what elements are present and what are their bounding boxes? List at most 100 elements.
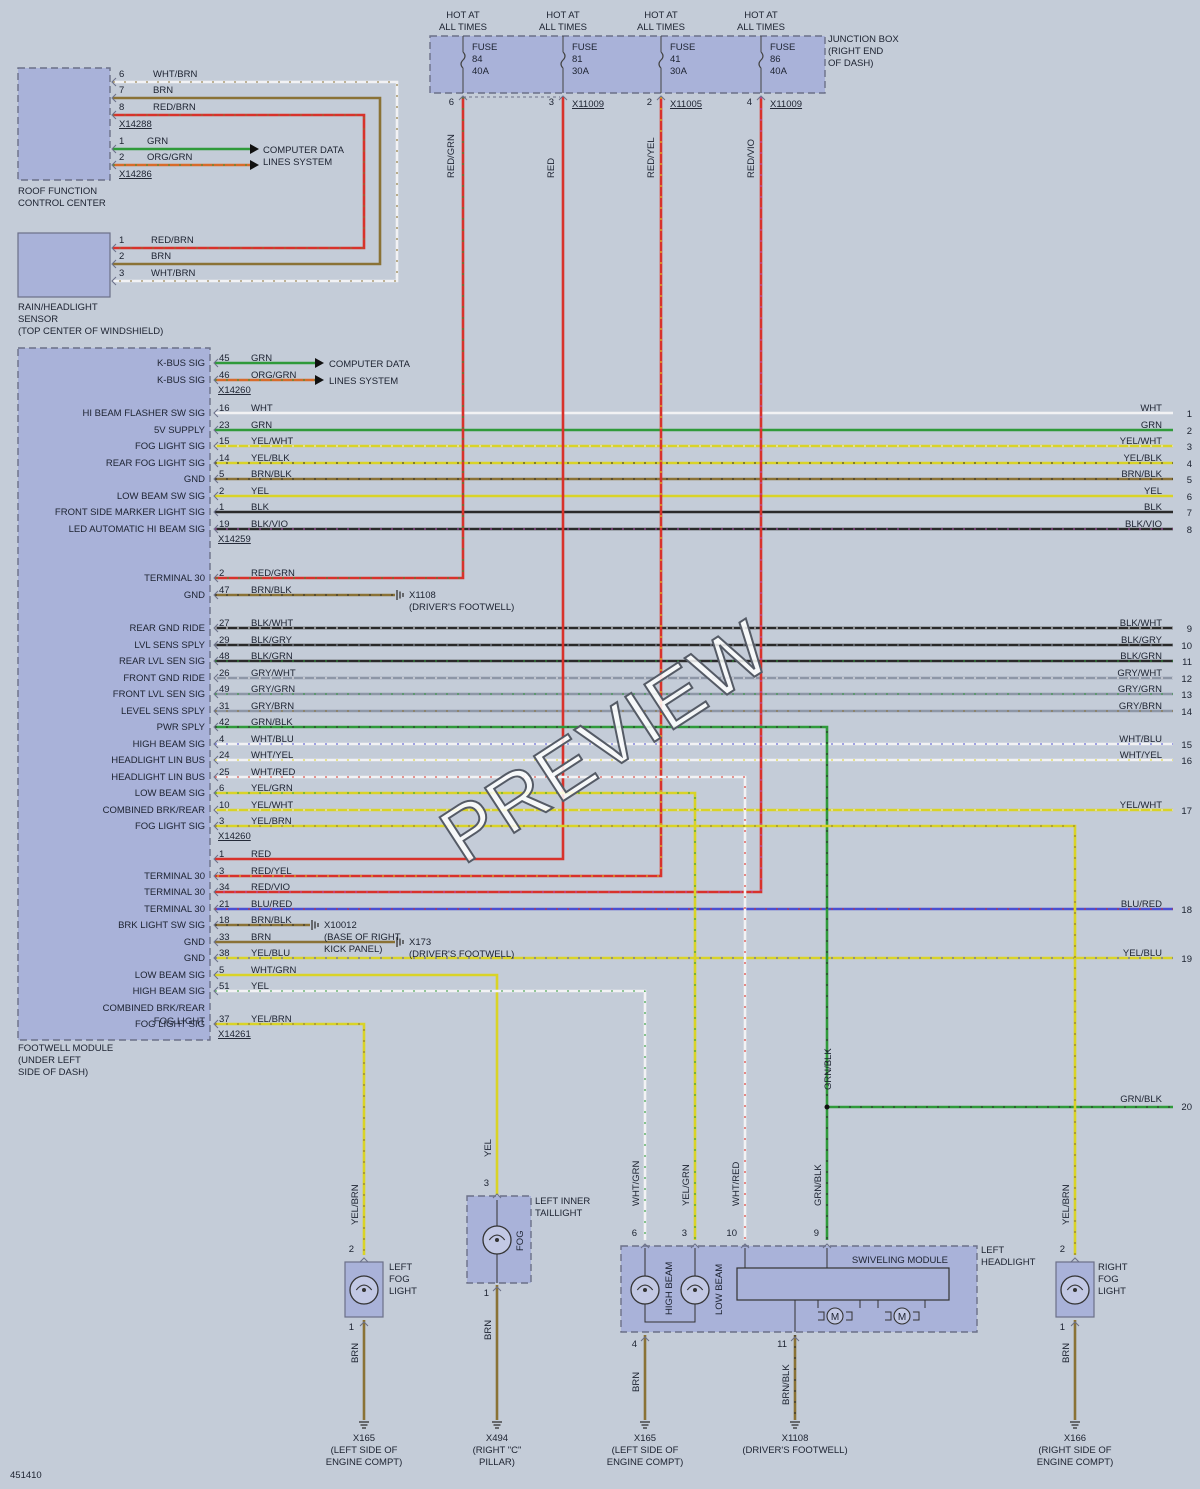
fuse-name: FUSE	[670, 42, 695, 53]
wire-label: RED/BRN	[153, 102, 196, 113]
wire	[113, 113, 366, 250]
wire-label: RED	[546, 158, 557, 178]
wire-label: WHT/BLU	[251, 734, 294, 745]
pin-number: 34	[219, 882, 230, 893]
signal-label: GND	[184, 474, 205, 485]
wire-label: BLK/GRY	[1121, 635, 1163, 646]
pin-number: 37	[219, 1014, 230, 1025]
signal-label: HEADLIGHT LIN BUS	[111, 772, 205, 783]
hot-at-label: HOT AT	[644, 10, 678, 21]
right-fog-light-outline	[1055, 1261, 1095, 1318]
pin-mark	[213, 821, 219, 831]
data-lines-label: LINES SYSTEM	[263, 157, 332, 168]
wire-label: YEL/BLK	[1123, 453, 1162, 464]
wire-label: GRN	[251, 353, 272, 364]
data-lines-label: LINES SYSTEM	[329, 376, 398, 387]
hot-at-label: HOT AT	[446, 10, 480, 21]
wire-label: YEL	[1144, 486, 1162, 497]
signal-label: GND	[184, 590, 205, 601]
pin-mark	[213, 573, 219, 583]
wire-label: BRN	[153, 85, 173, 96]
right-fog-light-label: RIGHT	[1098, 1262, 1128, 1273]
pin-mark	[756, 95, 766, 101]
ground-location: ENGINE COMPT)	[1037, 1457, 1114, 1468]
wire	[215, 973, 499, 1195]
signal-label: HIGH BEAM SIG	[133, 739, 205, 750]
wire-label: RED/YEL	[646, 137, 657, 178]
pin-mark	[640, 1336, 650, 1342]
connector-number: 17	[1181, 806, 1192, 817]
wire-label: GRY/GRN	[1118, 684, 1162, 695]
wire-label: BLK	[251, 502, 270, 513]
ground-location: (BASE OF RIGHT	[324, 932, 401, 943]
signal-label: REAR GND RIDE	[130, 623, 205, 634]
pin-number: 2	[219, 568, 224, 579]
signal-label: COMBINED BRK/REAR	[103, 1003, 206, 1014]
wire-label: WHT	[251, 403, 273, 414]
ground-location: PILLAR)	[479, 1457, 515, 1468]
connector-number: 19	[1181, 954, 1192, 965]
fuse-pin: 3	[549, 97, 554, 108]
pin-mark	[790, 1336, 800, 1342]
signal-label: TERMINAL 30	[144, 871, 205, 882]
bulb-center	[643, 1288, 647, 1292]
pin-mark	[213, 524, 219, 534]
wire-label: BRN/BLK	[251, 915, 292, 926]
pin-number: 5	[219, 469, 224, 480]
left-headlight-label: LEFT	[981, 1245, 1004, 1256]
wire-label: GRY/BRN	[251, 701, 294, 712]
left-fog-light-label: FOG	[389, 1274, 410, 1285]
connector-number: 2	[1187, 426, 1192, 437]
pin-mark	[213, 640, 219, 650]
wire-label: GRY/BRN	[1119, 701, 1162, 712]
signal-label: LOW BEAM SIG	[135, 788, 205, 799]
pin-mark	[213, 854, 219, 864]
wire-label: BLK/VIO	[1125, 519, 1162, 530]
roof-function-control-center-box	[17, 67, 111, 181]
signal-label: REAR FOG LIGHT SIG	[106, 458, 205, 469]
wire-label: BLK/WHT	[1120, 618, 1162, 629]
fuse-name: FUSE	[770, 42, 795, 53]
wire	[215, 1022, 366, 1255]
connector-number: 16	[1181, 756, 1192, 767]
pin-mark	[492, 1193, 502, 1199]
pin-mark	[213, 871, 219, 881]
signal-label: HIGH BEAM SIG	[133, 986, 205, 997]
signal-label: LVL SENS SPLY	[134, 640, 205, 651]
connector-number: 6	[1187, 492, 1192, 503]
pin-number: 3	[682, 1228, 687, 1239]
pin-number: 47	[219, 585, 230, 596]
pin-mark	[213, 590, 219, 600]
connector-number: 3	[1187, 442, 1192, 453]
pin-mark	[111, 276, 117, 286]
taillight-label: LEFT INNER	[535, 1196, 590, 1207]
bulb-filament	[488, 1234, 506, 1241]
fuse-amps: 40A	[770, 66, 788, 77]
connector-number: 10	[1181, 641, 1192, 652]
pin-mark	[213, 474, 219, 484]
signal-label: TERMINAL 30	[144, 573, 205, 584]
pin-number: 7	[119, 85, 124, 96]
pin-mark	[558, 95, 568, 101]
wire-label: WHT	[1140, 403, 1162, 414]
ground-id: X165	[634, 1433, 656, 1444]
connector-id: X11005	[670, 99, 702, 110]
left-fog-light-outline	[344, 1261, 384, 1318]
wire-label: RED/BRN	[151, 235, 194, 246]
connector-number: 15	[1181, 740, 1192, 751]
wire-label: WHT/RED	[731, 1162, 742, 1206]
swiveling-module-box	[736, 1267, 950, 1301]
wire-label: WHT/GRN	[251, 965, 297, 976]
motor-icon	[893, 1307, 911, 1325]
wire-label: WHT/GRN	[631, 1160, 642, 1206]
connector-number: 20	[1181, 1102, 1192, 1113]
wire-label: RED/GRN	[251, 568, 295, 579]
rain-sensor-label: SENSOR	[18, 314, 58, 325]
wire-tracer	[215, 825, 1076, 1255]
roof-function-label: ROOF FUNCTION	[18, 186, 97, 197]
wire-label: BLU/RED	[251, 899, 292, 910]
fuse-number: 41	[670, 54, 681, 65]
pin-number: 3	[219, 866, 224, 877]
pin-number: 24	[219, 750, 230, 761]
